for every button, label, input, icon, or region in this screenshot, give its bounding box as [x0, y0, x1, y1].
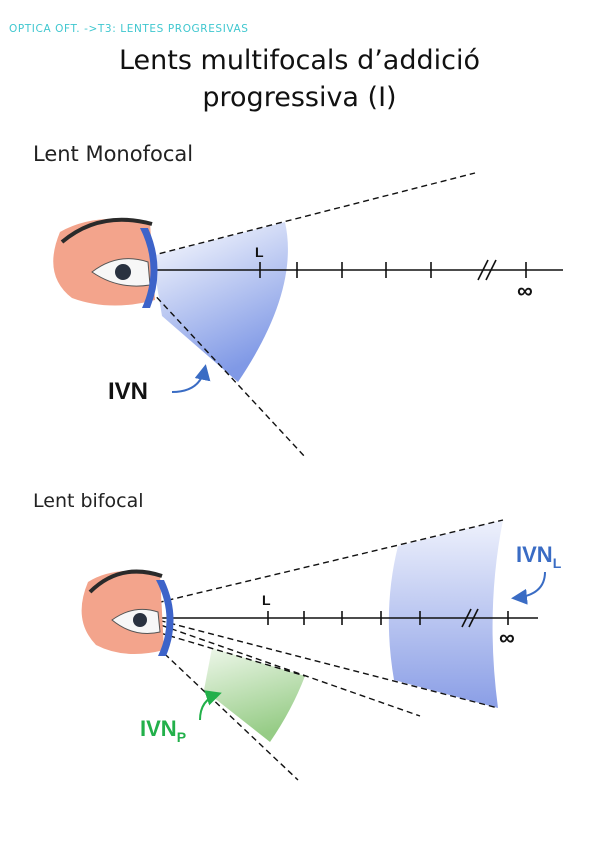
- monofocal-ivn-label: IVN: [108, 378, 148, 405]
- bifocal-eye-icon: [81, 569, 174, 656]
- monofocal-eye-icon: [53, 217, 158, 308]
- course-header: OPTICA OFT. ->T3: LENTES PROGRESIVAS: [9, 23, 249, 35]
- bifocal-diagram: L ∞ IVNL IVNP: [81, 519, 562, 781]
- monofocal-near-mark: L: [255, 244, 264, 260]
- page-title-line1: Lents multifocals d’addició: [118, 45, 480, 76]
- monofocal-field-of-view-fan: [152, 222, 288, 382]
- bifocal-heading: Lent bifocal: [33, 490, 144, 512]
- bifocal-near-ivn-arrow: [199, 690, 222, 721]
- bifocal-near-ivn-label: IVNP: [140, 716, 186, 745]
- bifocal-near-mark: L: [262, 592, 271, 608]
- bifocal-far-field-fan: [388, 520, 503, 708]
- monofocal-diagram: L ∞ IVN: [53, 172, 563, 459]
- page-title-line2: progressiva (I): [202, 82, 397, 113]
- monofocal-infinity-mark: ∞: [517, 278, 533, 303]
- bifocal-far-ivn-arrow: [511, 571, 546, 605]
- monofocal-heading: Lent Monofocal: [33, 142, 194, 166]
- monofocal-ivn-arrow: [171, 364, 211, 393]
- bifocal-far-ivn-subscript: L: [553, 555, 562, 571]
- bifocal-infinity-mark: ∞: [499, 625, 515, 650]
- bifocal-near-field-fan: [204, 648, 305, 742]
- bifocal-near-ivn-subscript: P: [177, 729, 186, 745]
- bifocal-far-ivn-label: IVNL: [516, 542, 562, 571]
